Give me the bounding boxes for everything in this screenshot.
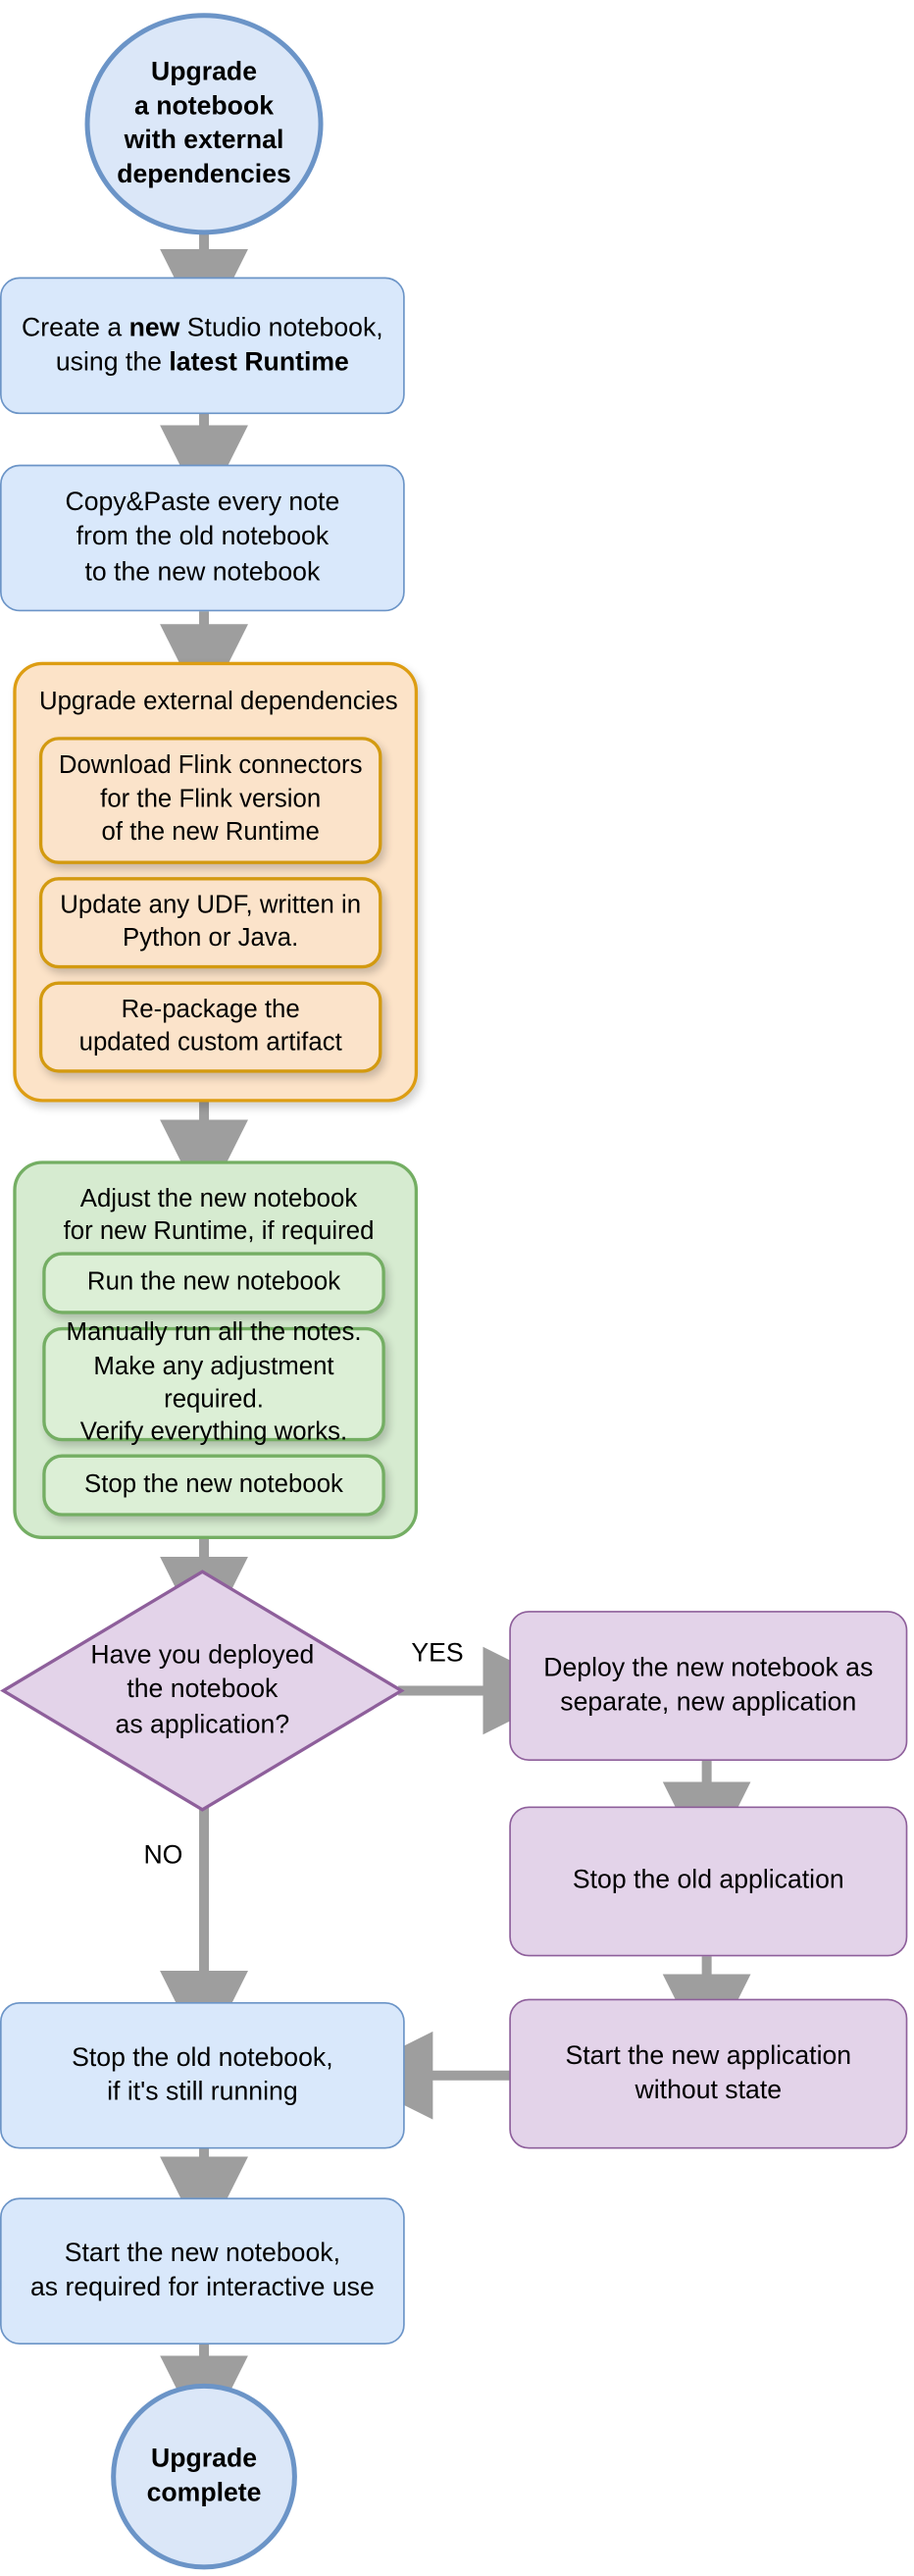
step-create-new-notebook[interactable]: Create a new Studio notebook, using the … [0, 277, 405, 415]
step-start-new-application[interactable]: Start the new application without state [509, 1998, 908, 2149]
create-notebook-line2-bold: latest Runtime [169, 348, 349, 377]
edge-label-yes: YES [411, 1639, 464, 1669]
step-run-new-notebook[interactable]: Run the new notebook [42, 1252, 385, 1314]
create-notebook-line1-post: Studio notebook, [179, 314, 383, 342]
step-deploy-new-application[interactable]: Deploy the new notebook as separate, new… [509, 1611, 908, 1761]
decision-label: Have you deployed the notebook as applic… [90, 1642, 315, 1739]
start-node[interactable]: Upgrade a notebook with external depende… [84, 13, 324, 235]
decision-diamond-shape [0, 1570, 405, 1812]
create-notebook-line1: Create a new Studio notebook, [22, 311, 383, 345]
step-repackage-artifact[interactable]: Re-package the updated custom artifact [38, 981, 382, 1073]
decision-deployed-as-application[interactable]: Have you deployed the notebook as applic… [0, 1569, 405, 1813]
step-stop-old-notebook[interactable]: Stop the old notebook, if it's still run… [0, 2001, 405, 2149]
step-manually-run-notes[interactable]: Manually run all the notes. Make any adj… [42, 1319, 385, 1447]
step-copy-paste-notes[interactable]: Copy&Paste every note from the old noteb… [0, 464, 405, 612]
step-update-udf[interactable]: Update any UDF, written in Python or Jav… [38, 877, 382, 969]
step-stop-new-notebook[interactable]: Stop the new notebook [42, 1454, 385, 1517]
create-notebook-line1-pre: Create a [22, 314, 129, 342]
step-stop-old-application[interactable]: Stop the old application [509, 1806, 908, 1957]
create-notebook-line2-pre: using the [55, 348, 170, 377]
group-upgrade-external-dependencies: Upgrade external dependencies Download F… [13, 661, 419, 1103]
group-adjust-title: Adjust the new notebook for new Runtime,… [63, 1185, 375, 1247]
group-upgrade-title: Upgrade external dependencies [38, 688, 398, 716]
create-notebook-line2: using the latest Runtime [56, 345, 349, 380]
edge-label-no: NO [143, 1842, 183, 1871]
step-start-new-notebook-interactive[interactable]: Start the new notebook, as required for … [0, 2197, 405, 2344]
create-notebook-line1-bold: new [128, 314, 180, 342]
end-node[interactable]: Upgrade complete [111, 2383, 297, 2570]
group-adjust-new-notebook: Adjust the new notebook for new Runtime,… [13, 1160, 419, 1539]
step-download-flink-connectors[interactable]: Download Flink connectors for the Flink … [38, 737, 382, 864]
